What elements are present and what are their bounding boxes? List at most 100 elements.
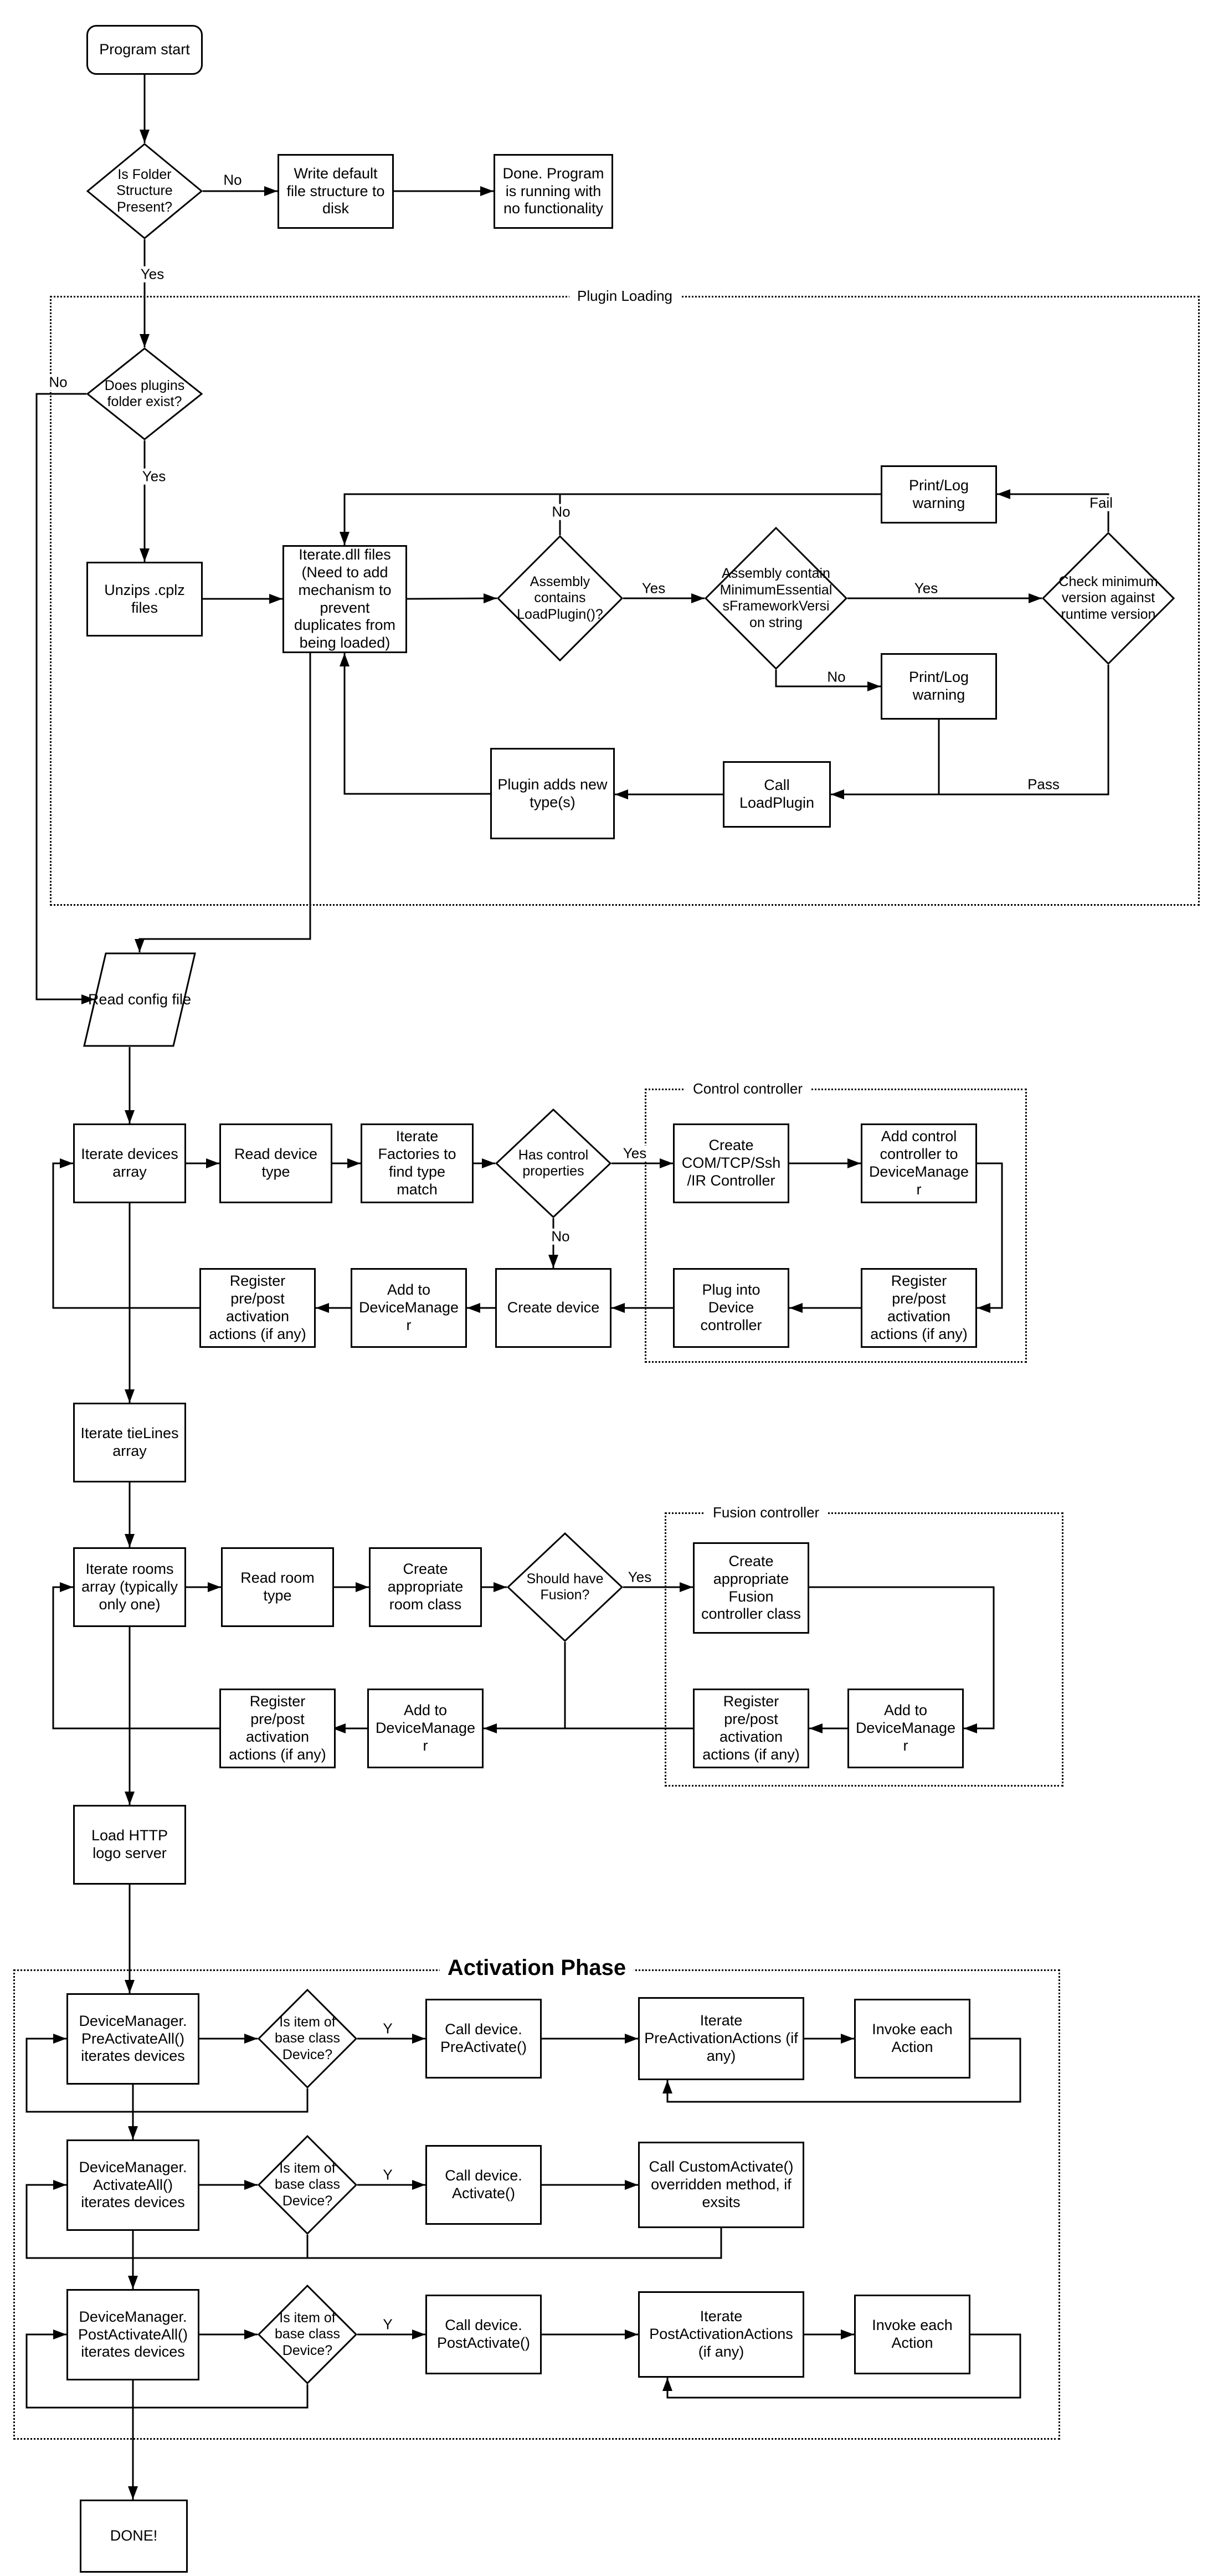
node-iterate-dll: Iterate.dll files (Need to add mechanism… [282, 545, 407, 653]
node-label-assembly-contains-minversion: Assembly contain MinimumEssentialsFramew… [720, 566, 832, 630]
node-create-room-class: Create appropriate room class [369, 1547, 482, 1627]
edge-create-fusion-to-add-dm-fusion [809, 1586, 995, 1733]
node-label-iterate-preactivationactions: Iterate PreActivationActions (if any) [644, 2012, 798, 2064]
node-done-no-functionality: Done. Program is running with no functio… [494, 154, 613, 229]
node-iterate-tielines: Iterate tieLines array [73, 1403, 186, 1482]
node-iterate-rooms: Iterate rooms array (typically only one) [73, 1547, 186, 1627]
node-label-create-fusion-controller: Create appropriate Fusion controller cla… [701, 1552, 801, 1623]
node-print-log-warning-fail: Print/Log warning [881, 465, 997, 524]
group-fusion-controller: Fusion controller [665, 1504, 1063, 1787]
edge-label-no-plugins: No [45, 374, 71, 391]
node-label-plugin-adds-types: Plugin adds new type(s) [497, 776, 608, 810]
node-is-base-device-3: Is item of base class Device? [258, 2285, 357, 2384]
node-call-device-activate: Call device. Activate() [425, 2145, 542, 2225]
node-label-create-room-class: Create appropriate room class [387, 1561, 464, 1613]
edge-invoke3-loop-postactions [662, 2333, 1021, 2399]
edge-label-no-control: No [548, 1229, 573, 1245]
edge-plugins-no-read-config [35, 393, 95, 1004]
shape-check-min-version [1042, 532, 1175, 665]
edge-check-version-fail-warning [997, 489, 1109, 532]
node-label-create-device: Create device [507, 1299, 600, 1316]
node-assembly-contains-loadplugin: Assembly contains LoadPlugin()? [497, 535, 623, 661]
edge-label-yes-plugins: Yes [138, 469, 169, 485]
group-label-plugin-loading: Plugin Loading [569, 288, 681, 305]
shape-has-control-properties [495, 1109, 611, 1218]
node-label-register-prepost-control: Register pre/post activation actions (if… [870, 1272, 968, 1342]
node-label-read-room-type: Read room type [240, 1569, 315, 1604]
edge-iterate-dll-to-asm-loadplugin [407, 593, 497, 604]
node-label-call-customactivate: Call CustomActivate() overridden method,… [649, 2158, 794, 2210]
node-call-customactivate: Call CustomActivate() overridden method,… [638, 2142, 804, 2228]
node-check-min-version: Check minimum version against runtime ve… [1042, 532, 1175, 665]
node-register-prepost-fusion: Register pre/post activation actions (if… [693, 1689, 809, 1768]
node-label-read-device-type: Read device type [234, 1146, 318, 1180]
edge-iterate-dll-exit-read-config [135, 653, 311, 952]
node-label-iterate-rooms: Iterate rooms array (typically only one) [81, 1561, 178, 1613]
edge-label-yes-fusion: Yes [624, 1569, 655, 1585]
node-register-prepost-control: Register pre/post activation actions (if… [861, 1268, 977, 1348]
edge-check-version-pass-call-loadplugin [831, 665, 1109, 799]
edge-register-device-loop-devices [52, 1158, 199, 1309]
node-devicemanager-postactivateall: DeviceManager. PostActivateAll() iterate… [66, 2289, 199, 2380]
node-label-register-prepost-room: Register pre/post activation actions (if… [229, 1693, 326, 1763]
shape-is-base-device-3 [258, 2285, 357, 2384]
shape-assembly-contains-loadplugin [497, 535, 623, 661]
node-write-default-structure: Write default file structure to disk [277, 154, 394, 229]
edge-label-y-postactivate: Y [379, 2317, 396, 2333]
node-label-print-log-warning-fail: Print/Log warning [908, 476, 969, 511]
node-label-done-no-functionality: Done. Program is running with no functio… [502, 165, 604, 217]
node-label-call-device-activate: Call device. Activate() [445, 2167, 522, 2202]
node-done: DONE! [80, 2500, 188, 2573]
edge-asm-minversion-no-warning [775, 670, 881, 691]
node-is-base-device-2: Is item of base class Device? [258, 2135, 357, 2235]
node-label-add-to-devicemanager-device: Add to DeviceManager [358, 1281, 459, 1333]
edge-call-custom-loop-activateall [25, 2180, 722, 2259]
shape-is-base-device-2 [258, 2135, 357, 2235]
node-label-read-config-file: Read config file [88, 991, 192, 1008]
node-label-has-control-properties: Has control properties [518, 1147, 589, 1179]
node-read-room-type: Read room type [221, 1547, 334, 1627]
node-label-add-control-controller: Add control controller to DeviceManager [868, 1128, 969, 1198]
shape-folder-structure-present [86, 143, 203, 239]
node-label-check-min-version: Check minimum version against runtime ve… [1058, 573, 1158, 622]
group-label-activation-phase: Activation Phase [439, 1956, 634, 1980]
node-label-invoke-each-action-1: Invoke each Action [872, 2021, 953, 2055]
node-create-com-controller: Create COM/TCP/Ssh /IR Controller [673, 1123, 789, 1203]
edge-warning-fail-back-iterate-dll [340, 493, 881, 545]
node-label-iterate-devices-array: Iterate devices array [81, 1146, 178, 1180]
node-read-device-type: Read device type [219, 1123, 332, 1203]
edge-add-control-to-register-control [977, 1162, 1003, 1313]
edge-label-no-loadplugin: No [548, 504, 574, 520]
node-add-to-devicemanager-fusion: Add to DeviceManager [847, 1689, 964, 1768]
node-program-start: Program start [86, 25, 203, 75]
node-plugins-folder-exist: Does plugins folder exist? [86, 347, 203, 440]
node-label-is-base-device-3: Is item of base class Device? [274, 2310, 341, 2358]
node-label-load-http-logo: Load HTTP logo server [91, 1827, 168, 1861]
node-label-program-start: Program start [99, 41, 190, 58]
node-call-device-preactivate: Call device. PreActivate() [425, 1999, 542, 2079]
node-label-invoke-each-action-3: Invoke each Action [872, 2317, 953, 2351]
node-should-have-fusion: Should have Fusion? [507, 1532, 623, 1642]
node-label-is-base-device-2: Is item of base class Device? [274, 2160, 341, 2209]
node-label-is-base-device-1: Is item of base class Device? [274, 2014, 341, 2062]
edge-label-pass-version: Pass [1024, 777, 1063, 793]
edge-label-no-minversion: No [824, 669, 849, 685]
node-label-iterate-factories: Iterate Factories to find type match [378, 1128, 456, 1198]
edge-label-yes-loadplugin: Yes [638, 581, 669, 597]
edge-label-yes-control: Yes [619, 1146, 650, 1162]
node-print-log-warning-no: Print/Log warning [881, 653, 997, 720]
edge-register-room-loop-rooms [52, 1582, 219, 1730]
node-label-call-loadplugin: Call LoadPlugin [739, 777, 815, 811]
node-label-plugins-folder-exist: Does plugins folder exist? [104, 377, 185, 410]
node-label-call-device-postactivate: Call device. PostActivate() [436, 2317, 531, 2351]
shape-is-base-device-1 [258, 1989, 357, 2088]
group-label-fusion-controller: Fusion controller [705, 1504, 828, 1521]
node-label-iterate-postactivationactions: Iterate PostActivationActions (if any) [649, 2308, 793, 2360]
node-plug-into-device-controller: Plug into Device controller [673, 1268, 789, 1348]
node-call-loadplugin: Call LoadPlugin [723, 761, 831, 828]
node-label-register-prepost-fusion: Register pre/post activation actions (if… [702, 1693, 800, 1763]
node-register-prepost-device: Register pre/post activation actions (if… [199, 1268, 316, 1348]
node-label-assembly-contains-loadplugin: Assembly contains LoadPlugin()? [517, 573, 603, 622]
node-devicemanager-preactivateall: DeviceManager. PreActivateAll() iterates… [66, 1993, 199, 2085]
